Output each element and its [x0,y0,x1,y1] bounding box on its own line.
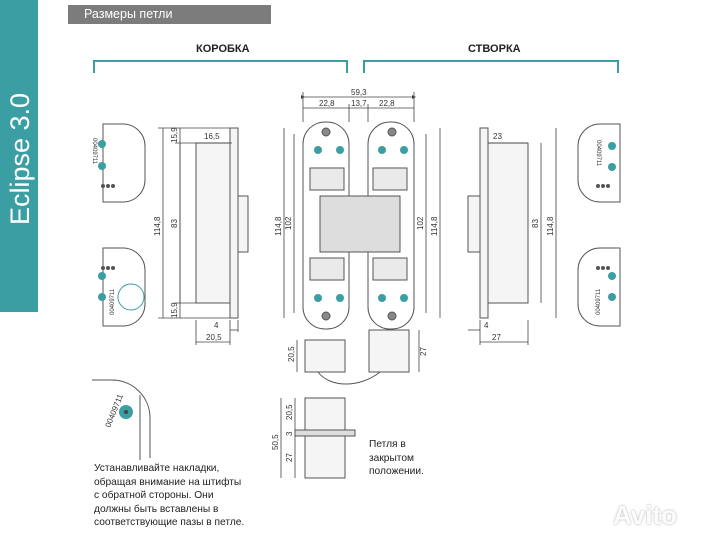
install-note-line: обращая внимание на штифты [94,476,242,488]
part-code-2: 00409711 [110,288,116,315]
part-code-3: 00409711 [595,140,601,167]
dim-height-mid-left: 83 [170,219,179,228]
plate-detail [92,379,151,460]
dim-stack-b: 3 [285,431,294,436]
avito-watermark: Avito [613,500,678,530]
closed-view-top [304,329,410,385]
section-sash-label: СТВОРКА [468,43,521,55]
page-title: Размеры петли [68,5,271,24]
install-note-line: Устанавливайте накладки, [94,463,220,474]
dim-offset-right: 4 [484,321,489,330]
dim-sash-bottom-width: 27 [492,333,501,342]
dim-closed-right: 27 [419,347,428,356]
install-note: Устанавливайте накладки, обращая внимани… [94,462,294,530]
sash-profile [467,127,529,319]
install-note-line: должны быть вставлены в [94,503,219,515]
install-note-line: с обратной стороны. Они [94,490,214,502]
hinge-pins [314,146,408,302]
closed-position-note: Петля в закрытом положении. [369,439,424,478]
dim-center: 13,7 [351,99,367,108]
dim-height-inner-right: 102 [416,216,425,230]
dim-stack-total: 50,5 [271,434,280,450]
dim-height-mid-right: 83 [531,219,540,228]
dim-closed-top: 20,5 [287,346,296,362]
dim-stack-a: 20,5 [285,404,294,420]
dim-height-total-left: 114,8 [153,216,162,236]
pins-left [98,140,106,301]
brand-sidebar: Eclipse 3.0 [0,0,38,312]
closed-view-side [294,397,356,479]
dim-height-total-hinge-right: 114,8 [430,216,439,236]
dim-box-bottom-width: 20,5 [206,333,222,342]
box-profile [195,127,249,319]
dim-total-width: 59,3 [351,88,367,97]
dim-sash-depth: 23 [493,132,502,141]
install-note-line: соответствующие пазы в петле. [94,517,245,529]
dim-half-left: 22,8 [319,99,335,108]
part-code-4: 00409711 [596,288,602,315]
part-code-1: 00409711 [91,138,97,165]
section-brackets [93,60,619,73]
dim-edge-bottom-left: 15,9 [170,302,179,318]
dim-offset-left: 4 [214,321,219,330]
dim-height-total-right: 114,8 [546,216,555,236]
dim-height-inner-left: 102 [284,216,293,230]
dim-height-total-hinge-left: 114,8 [274,216,283,236]
dim-edge-top-left: 15,9 [170,127,179,143]
dim-box-depth: 16,5 [204,132,220,141]
dim-stack-c: 27 [285,453,294,462]
pins-right [608,142,616,301]
hinge-knuckle [319,195,401,253]
dim-half-right: 22,8 [379,99,395,108]
section-box-label: КОРОБКА [196,43,250,55]
